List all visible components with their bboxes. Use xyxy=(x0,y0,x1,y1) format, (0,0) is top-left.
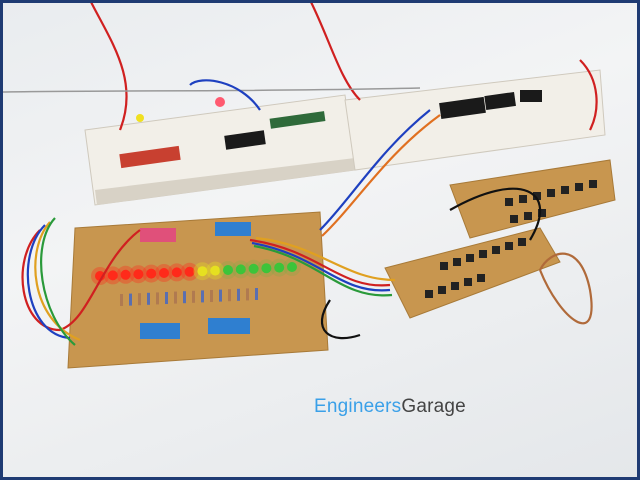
resistor xyxy=(174,291,177,304)
resistor xyxy=(147,292,150,305)
resistor xyxy=(120,294,123,306)
watermark-engineers: Engineers xyxy=(314,396,402,417)
push-button xyxy=(589,180,597,188)
push-button xyxy=(466,254,474,262)
push-button xyxy=(505,242,513,250)
led xyxy=(133,269,144,280)
resistor-network xyxy=(269,111,326,129)
led xyxy=(235,264,246,275)
led-pink xyxy=(215,97,225,107)
push-button xyxy=(438,286,446,294)
led-yellow xyxy=(136,114,144,122)
led xyxy=(274,262,285,273)
push-button xyxy=(479,250,487,258)
led xyxy=(223,265,233,275)
led xyxy=(287,262,297,272)
resistor xyxy=(129,293,132,306)
led-row xyxy=(91,258,301,285)
push-button xyxy=(575,183,583,191)
led xyxy=(261,263,272,274)
ic-chip xyxy=(484,91,516,111)
resistor xyxy=(237,288,240,301)
button-pcb-front xyxy=(384,227,561,319)
push-button xyxy=(451,282,459,290)
button-pcb-back xyxy=(449,159,616,239)
push-button xyxy=(425,290,433,298)
resistor xyxy=(183,291,186,304)
resistor xyxy=(210,290,213,302)
resistor xyxy=(192,290,195,303)
push-button xyxy=(440,262,448,270)
jumper-wires xyxy=(0,0,598,346)
push-button xyxy=(533,192,541,200)
led xyxy=(120,269,131,280)
resistor xyxy=(246,288,249,301)
watermark-garage: Garage xyxy=(401,396,466,417)
resistor xyxy=(219,289,222,302)
push-button xyxy=(510,215,518,223)
push-button xyxy=(453,258,461,266)
resistor xyxy=(138,293,141,306)
push-button xyxy=(547,189,555,197)
led xyxy=(107,270,118,281)
push-button-array xyxy=(425,180,597,298)
resistor xyxy=(156,292,159,305)
ic-chip xyxy=(224,130,266,150)
engineersgarage-watermark: EngineersGarage xyxy=(314,396,466,418)
resistor xyxy=(255,288,258,300)
dip-switch-bottom-left xyxy=(140,323,180,339)
led xyxy=(171,267,182,278)
push-button xyxy=(505,198,513,206)
resistor xyxy=(228,289,231,302)
dip-switch-pink xyxy=(140,228,176,242)
led xyxy=(146,268,157,279)
push-button xyxy=(464,278,472,286)
push-button xyxy=(524,212,532,220)
led-pcb xyxy=(67,211,329,369)
dip-switch-bottom-right xyxy=(208,318,250,334)
ic-chip xyxy=(520,90,542,102)
push-button xyxy=(519,195,527,203)
push-button xyxy=(561,186,569,194)
push-button xyxy=(477,274,485,282)
push-button xyxy=(538,209,546,217)
push-button xyxy=(518,238,526,246)
resistor xyxy=(201,290,204,303)
led xyxy=(248,263,259,274)
connector-header xyxy=(119,145,181,169)
ic-chip xyxy=(439,96,486,119)
led xyxy=(184,266,195,277)
push-button xyxy=(492,246,500,254)
resistor-row xyxy=(120,288,258,306)
resistor xyxy=(165,292,168,304)
led xyxy=(159,268,169,278)
led xyxy=(210,265,221,276)
dip-switch-top xyxy=(215,222,251,236)
led xyxy=(197,266,208,277)
